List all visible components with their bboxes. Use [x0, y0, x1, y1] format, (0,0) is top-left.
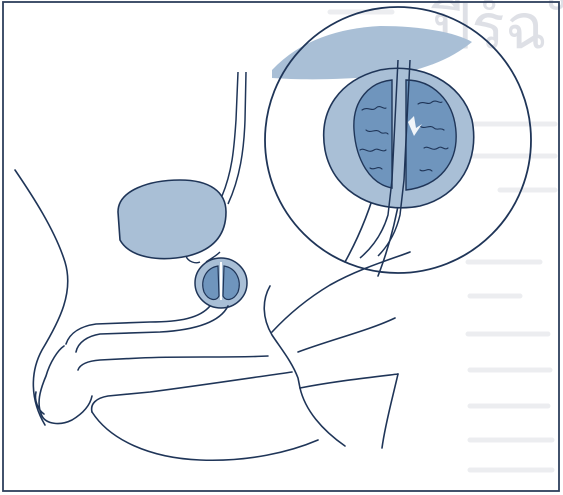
bladder — [118, 72, 246, 263]
ureter-left — [222, 72, 238, 196]
bladder-body — [118, 180, 226, 259]
prostate-small — [195, 258, 247, 308]
glans — [39, 346, 92, 423]
perineum-line-2 — [300, 374, 398, 388]
scrotum-contour — [92, 412, 318, 460]
perineum-line-1 — [298, 318, 395, 352]
penis-upper-contour — [78, 356, 268, 370]
urethra-lower — [76, 306, 228, 352]
perineum-line-3 — [382, 374, 398, 448]
scrotum-back-line — [300, 388, 345, 446]
penis-lower-contour — [92, 372, 292, 412]
magnified-bladder-fill — [272, 26, 472, 79]
